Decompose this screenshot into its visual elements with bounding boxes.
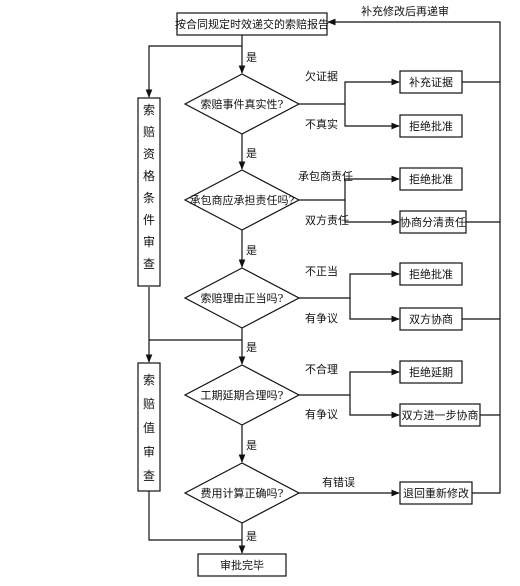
branch-label-2-top: 承包商责任 (298, 169, 353, 183)
result-label-3a: 拒绝批准 (409, 267, 453, 281)
result-label-4b: 双方进一步协商 (402, 408, 479, 422)
decision-question-4: 工期延期合理吗? (201, 388, 284, 402)
result-label-2a: 拒绝批准 (409, 172, 453, 186)
yes-label-4: 是 (246, 439, 257, 452)
decision-question-2: 承包商应承担责任吗? (190, 193, 295, 207)
result-label-3b: 双方协商 (409, 312, 453, 326)
value-review-label: 索赔值审查 (143, 373, 155, 483)
result-label-5: 退回重新修改 (403, 486, 469, 500)
yes-label-2: 是 (246, 244, 257, 257)
resubmit-label: 补充修改后再递审 (361, 4, 449, 18)
branch-label-1-bottom: 不真实 (305, 117, 338, 131)
branch-label-4-bottom: 有争议 (305, 407, 338, 421)
yes-label-3: 是 (246, 341, 257, 354)
decision-question-5: 费用计算正确吗? (201, 486, 284, 500)
yes-label-0: 是 (246, 51, 257, 64)
qualification-review-label: 索赔资格条件审查 (143, 103, 155, 271)
yes-label-1: 是 (246, 147, 257, 160)
decision-question-1: 索赔事件真实性? (201, 97, 284, 111)
result-label-1a: 补充证据 (409, 75, 453, 89)
result-label-4a: 拒绝延期 (409, 365, 453, 379)
result-box-2a (399, 167, 463, 191)
end-box (197, 553, 287, 577)
yes-label-end: 是 (246, 530, 257, 543)
result-box-3a (399, 262, 463, 286)
decision-question-3: 索赔理由正当吗? (201, 291, 284, 305)
branch-label-3-top: 不正当 (305, 264, 338, 278)
branch-label-1-top: 欠证据 (305, 69, 338, 83)
result-label-1b: 拒绝批准 (409, 119, 453, 133)
result-box-1b (399, 114, 463, 138)
start-box-label: 按合同规定时效递交的索赔报告 (175, 17, 329, 31)
start-box (176, 12, 328, 36)
connectors (145, 18, 501, 554)
end-box-label: 审批完毕 (220, 558, 264, 572)
branch-label-2-bottom: 双方责任 (305, 213, 349, 227)
branch-label-3-bottom: 有争议 (305, 311, 338, 325)
result-label-2b: 协商分清责任 (400, 215, 466, 229)
branch-label-5: 有错误 (322, 475, 355, 489)
qualification-review-box (137, 97, 161, 287)
branch-label-4-top: 不合理 (305, 362, 338, 376)
result-box-4a (399, 360, 463, 384)
